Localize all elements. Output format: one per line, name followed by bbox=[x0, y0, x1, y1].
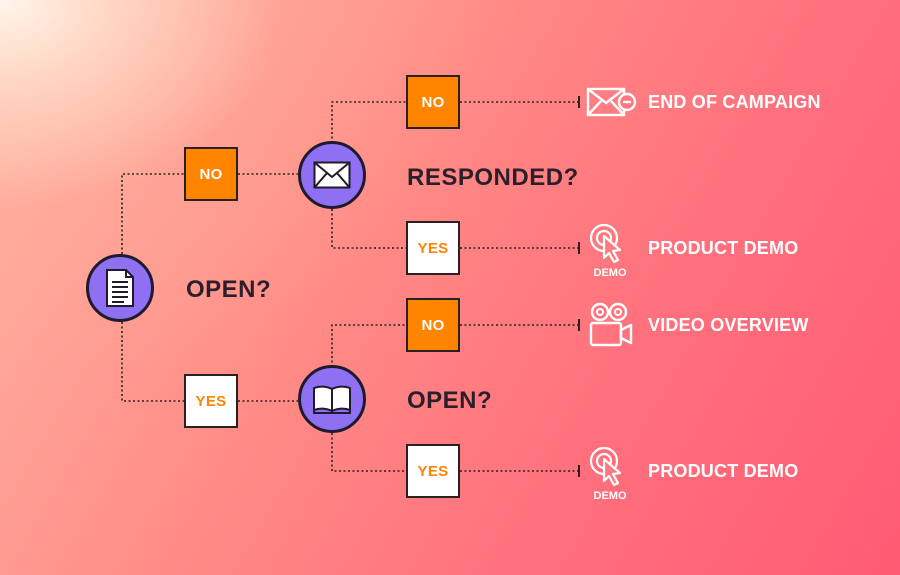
book-question: OPEN? bbox=[407, 387, 493, 414]
connector-book-yes bbox=[331, 433, 406, 472]
book-node bbox=[298, 365, 366, 433]
connector-root-no bbox=[121, 173, 184, 254]
demo-icon-text: DEMO bbox=[594, 267, 627, 278]
outcome-label-end-of-campaign: END OF CAMPAIGN bbox=[648, 92, 821, 112]
connector-email-no bbox=[331, 101, 406, 143]
envelope-minus-icon bbox=[586, 87, 637, 117]
book-no-box: NO bbox=[406, 298, 460, 352]
outcome-label-video-overview: VIDEO OVERVIEW bbox=[648, 315, 809, 335]
connector-email-yes bbox=[331, 209, 406, 249]
email-question: RESPONDED? bbox=[407, 164, 579, 191]
demo-click-icon: DEMO bbox=[589, 446, 627, 501]
outcome-label-product-demo: PRODUCT DEMO bbox=[648, 238, 799, 258]
open-book-icon bbox=[313, 385, 351, 414]
book-yes-box: YES bbox=[406, 444, 460, 498]
demo-icon-text: DEMO bbox=[594, 490, 627, 501]
email-node bbox=[298, 141, 366, 209]
video-camera-icon bbox=[589, 302, 633, 347]
outcome-label-product-demo: PRODUCT DEMO bbox=[648, 461, 799, 481]
document-icon bbox=[106, 269, 134, 307]
root-question: OPEN? bbox=[186, 276, 272, 303]
envelope-icon bbox=[313, 161, 351, 189]
root-node bbox=[86, 254, 154, 322]
connector-root-yes bbox=[121, 322, 184, 402]
root-yes-box: YES bbox=[184, 374, 238, 428]
email-no-box: NO bbox=[406, 75, 460, 129]
demo-click-icon: DEMO bbox=[589, 223, 627, 278]
root-no-box: NO bbox=[184, 147, 238, 201]
email-yes-box: YES bbox=[406, 221, 460, 275]
connector-book-no bbox=[331, 324, 406, 367]
